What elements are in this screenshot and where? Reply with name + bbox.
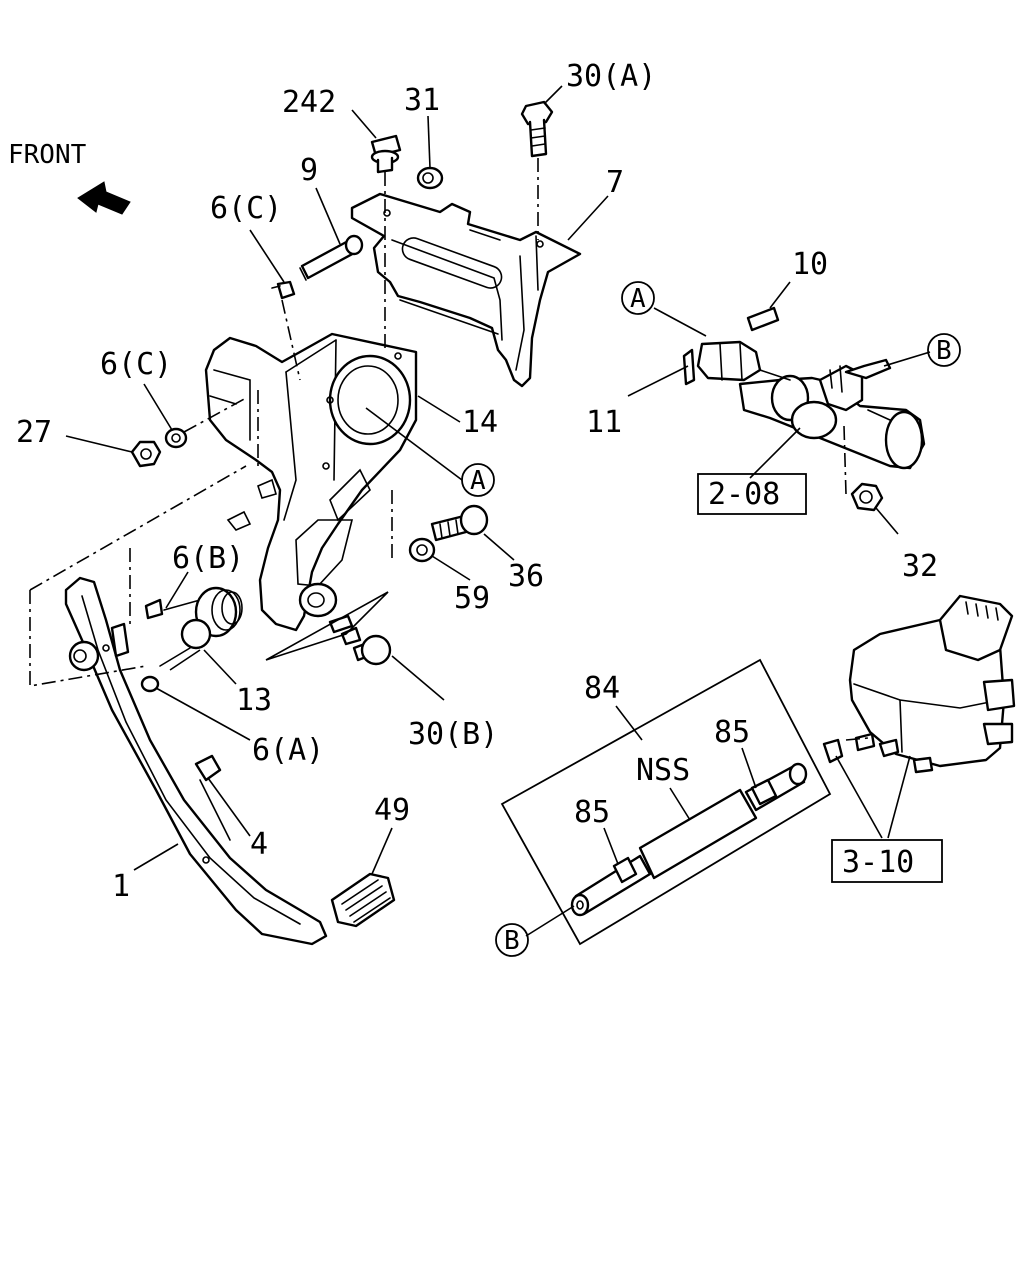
callout-85-left: 85 <box>574 795 610 830</box>
callout-31: 31 <box>404 83 440 118</box>
callout-49: 49 <box>374 793 410 828</box>
callout-11: 11 <box>586 405 622 440</box>
callout-7: 7 <box>606 165 624 200</box>
callout-b-right: B <box>936 336 952 366</box>
callout-a-right: A <box>630 284 646 314</box>
nut-32 <box>850 482 884 512</box>
pedal-pad-49 <box>330 872 396 928</box>
callout-27: 27 <box>16 415 52 450</box>
master-cylinder <box>682 306 926 470</box>
callout-1: 1 <box>112 869 130 904</box>
front-indicator: FRONT <box>8 140 131 215</box>
callouts: 242 31 30(A) 9 7 6(C) 6(C) 27 14 A 6(B) … <box>16 59 961 957</box>
callout-85-top: 85 <box>714 715 750 750</box>
assembly-lines <box>29 158 869 741</box>
pin-9 <box>299 234 364 281</box>
circle-a-mid <box>461 463 495 497</box>
bolt-36 <box>430 504 489 542</box>
clip-6a <box>140 675 160 693</box>
bolt-242 <box>370 134 402 174</box>
callout-13: 13 <box>236 683 272 718</box>
bolt-30b <box>328 614 392 666</box>
callout-b-bottom: B <box>504 926 520 956</box>
callout-84: 84 <box>584 671 620 706</box>
callout-6a: 6(A) <box>252 733 324 768</box>
washer-31 <box>416 166 444 190</box>
leader-lines <box>65 85 931 937</box>
pedal-arm <box>64 576 328 946</box>
box-2-08 <box>697 473 807 515</box>
washer-59 <box>408 537 436 563</box>
callout-10: 10 <box>792 247 828 282</box>
callout-14: 14 <box>462 405 498 440</box>
callout-59: 59 <box>454 581 490 616</box>
callout-9: 9 <box>300 153 318 188</box>
hose-kit-box <box>500 658 832 946</box>
circle-b-bottom <box>495 923 529 957</box>
hose-kit-84 <box>500 658 832 946</box>
callout-4: 4 <box>250 827 268 862</box>
clip-6c-top <box>271 280 296 300</box>
front-arrow-icon <box>77 181 131 215</box>
callout-6b: 6(B) <box>172 541 244 576</box>
callout-a-mid: A <box>470 466 486 496</box>
return-spring-13 <box>144 586 243 667</box>
callout-30a: 30(A) <box>566 59 656 94</box>
callout-30b: 30(B) <box>408 717 498 752</box>
box-3-10 <box>831 839 943 883</box>
clip-6c-left <box>164 427 188 449</box>
callout-6c-top: 6(C) <box>210 191 282 226</box>
callout-242: 242 <box>282 85 336 120</box>
bolt-30a <box>520 100 554 158</box>
nut-27 <box>130 440 162 468</box>
mounting-bracket <box>350 192 582 388</box>
callout-32: 32 <box>902 549 938 584</box>
pedal-bracket <box>204 332 418 632</box>
callout-36: 36 <box>508 559 544 594</box>
callout-nss: NSS <box>636 753 690 788</box>
callout-2-08: 2-08 <box>708 477 780 512</box>
reservoir-tank <box>822 594 1016 774</box>
callout-6c-left: 6(C) <box>100 347 172 382</box>
circle-a-right <box>621 281 655 315</box>
circle-b-right <box>927 333 961 367</box>
front-label: FRONT <box>8 140 87 170</box>
callout-3-10: 3-10 <box>842 845 914 880</box>
